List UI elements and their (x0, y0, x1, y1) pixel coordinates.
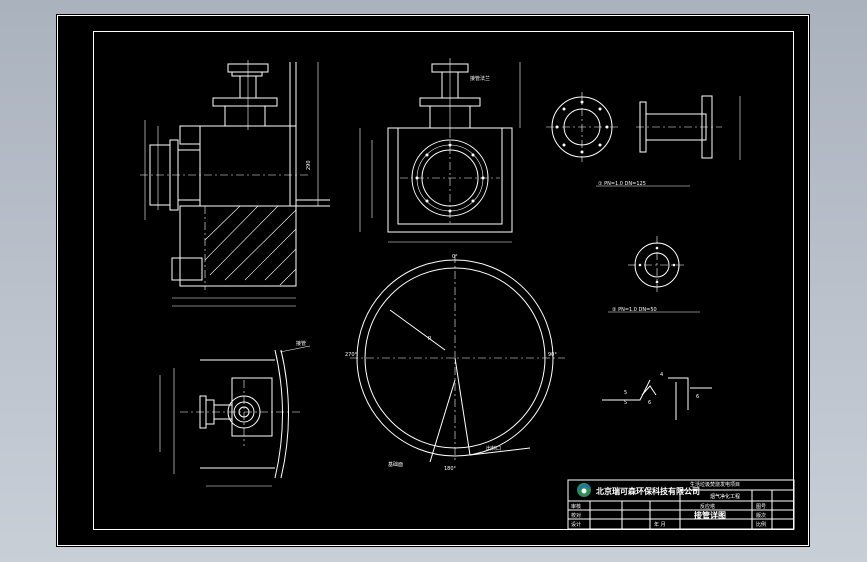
drawing-title-line-2: 接管详图 (694, 510, 726, 520)
label-radius: R (428, 336, 432, 342)
row-label-check: 校对 (571, 512, 581, 519)
label-detail-1: ① PN=1.0 DN=125 (598, 181, 646, 187)
label-ref: 基础面 (388, 461, 403, 468)
label-detail-2: ② PN=1.0 DN=50 (612, 307, 657, 313)
project-line-1: 生活垃圾焚烧发电项目 (690, 481, 740, 488)
marker-5b: 5 (624, 400, 627, 406)
label-angle-180: 180° (444, 466, 457, 472)
marker-5a: 5 (624, 390, 627, 396)
bottom-nozzle-view: 接管 (159, 340, 311, 487)
marker-6: 6 (648, 400, 651, 406)
label-outlet: 出料口 (486, 445, 501, 452)
title-block: 北京瑞可森环保科技有限公司 生活垃圾焚烧发电项目 烟气净化工程 反应塔 接管详图… (567, 479, 795, 530)
detail-1-flange: ① PN=1.0 DN=125 (546, 92, 741, 187)
drawing-title-line-1: 反应塔 (700, 503, 715, 510)
front-elevation-view: 290 (140, 60, 330, 307)
right-label-scale: 比例 (756, 521, 766, 528)
label-angle-90: 90° (548, 352, 557, 358)
row-label-design: 设计 (571, 521, 581, 528)
drawing-sheet (56, 14, 810, 547)
project-line-2: 烟气净化工程 (710, 493, 740, 500)
sheet-outer-border (57, 15, 809, 546)
weld-symbols: 5 5 6 4 6 (602, 372, 712, 420)
label-angle-270: 270° (345, 352, 358, 358)
date-label: 年 月 (654, 521, 666, 528)
company-name: 北京瑞可森环保科技有限公司 (596, 486, 700, 496)
label-angle-0: 0° (452, 254, 458, 260)
sheet-inner-frame (93, 31, 794, 530)
marker-6b: 6 (696, 394, 699, 400)
label-dim-left: 290 (306, 160, 312, 170)
detail-2-flange: ② PN=1.0 DN=50 (608, 236, 700, 313)
label-nozzle-flange: 接管法兰 (470, 75, 490, 82)
marker-4: 4 (660, 372, 663, 378)
plan-view: 0° 90° 270° 180° 出料口 基础面 R (345, 254, 565, 472)
right-label-revision: 版次 (756, 512, 766, 519)
side-elevation-view: 接管法兰 (359, 58, 521, 243)
right-label-drawing-no: 图号 (756, 504, 766, 510)
label-nozzle: 接管 (296, 340, 306, 347)
row-label-review: 审核 (571, 503, 581, 510)
